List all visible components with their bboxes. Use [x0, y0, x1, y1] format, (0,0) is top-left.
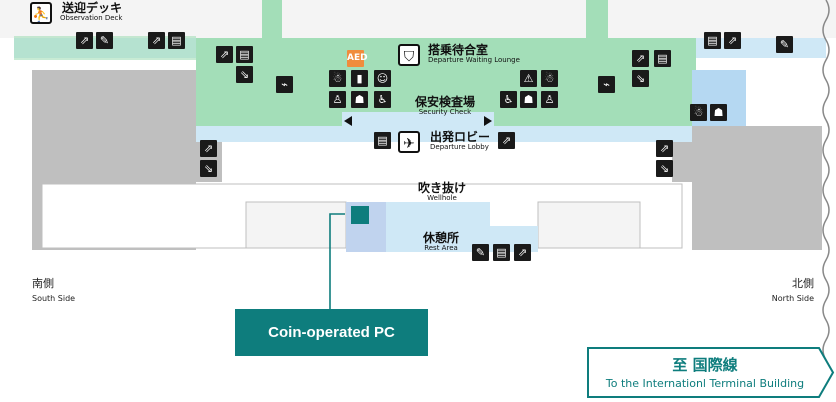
- south-side-jp: 南側: [32, 277, 54, 290]
- south-side-en: South Side: [32, 293, 76, 303]
- charging-icon: ⌁: [598, 76, 615, 93]
- pc-marker[interactable]: [351, 206, 369, 224]
- charging-icon: ✎: [96, 32, 113, 49]
- restroom-icon: ☃: [541, 70, 558, 87]
- aed-icon: AED: [347, 50, 368, 67]
- restroom-icon: ☗: [710, 104, 727, 121]
- escalator-icon: ⇗: [632, 50, 649, 67]
- charging-icon: ⌁: [276, 76, 293, 93]
- elevator-icon: ▤: [168, 32, 185, 49]
- restroom-icon: ☃: [329, 70, 346, 87]
- rest-area-label: 休憩所 Rest Area: [406, 231, 476, 253]
- restroom-icon: ☗: [520, 91, 537, 108]
- elevator-icon: ▤: [704, 32, 721, 49]
- wheelchair-icon: ♿: [500, 91, 517, 108]
- international-terminal-link[interactable]: 至 国際線 To the Internationl Terminal Build…: [587, 347, 835, 398]
- nursing-room-icon: ♙: [329, 91, 346, 108]
- departure-lobby-jp: 出発ロビー: [430, 130, 491, 144]
- intl-link-en: To the Internationl Terminal Building: [605, 377, 805, 390]
- observation-deck-en: Observation Deck: [60, 14, 123, 23]
- observation-deck-area: [0, 0, 836, 38]
- north-side-en: North Side: [771, 293, 814, 303]
- north-side-label: 北側 North Side: [768, 276, 814, 305]
- inner-right-block: [537, 201, 641, 249]
- restroom-icon: ☃: [690, 104, 707, 121]
- escalator-icon: ⇘: [200, 160, 217, 177]
- wellhole-en: Wellhole: [427, 194, 457, 203]
- elevator-icon: ▤: [236, 46, 253, 63]
- escalator-icon: ⇗: [76, 32, 93, 49]
- escalator-icon: ⇗: [216, 46, 233, 63]
- charging-icon: ✎: [472, 244, 489, 261]
- rest-area-jp: 休憩所: [422, 231, 459, 245]
- inner-left-block: [245, 201, 347, 249]
- elevator-icon: ▤: [654, 50, 671, 67]
- lounge-seat-icon: ⛉: [398, 44, 420, 66]
- north-edge-break: [822, 0, 830, 361]
- departure-waiting-jp: 搭乗待合室: [428, 43, 489, 57]
- escalator-icon: ⇘: [632, 70, 649, 87]
- south-side-label: 南側 South Side: [32, 276, 75, 305]
- lounge-tower-left: [262, 0, 282, 40]
- wheelchair-icon: ♿: [374, 91, 391, 108]
- wall-block-right-notch: [672, 142, 692, 182]
- escalator-icon: ⇘: [656, 160, 673, 177]
- escalator-icon: ⇗: [148, 32, 165, 49]
- security-check-en: Security Check: [418, 108, 472, 117]
- smoking-icon: ⚠: [520, 70, 537, 87]
- escalator-icon: ⇗: [514, 244, 531, 261]
- pc-leader-line: [329, 213, 345, 309]
- elevator-icon: ▤: [493, 244, 510, 261]
- departure-waiting-en: Departure Waiting Lounge: [428, 56, 520, 65]
- observation-deck-jp: 送迎デッキ: [62, 1, 123, 15]
- wellhole-label: 吹き抜け Wellhole: [404, 181, 480, 203]
- north-side-jp: 北側: [792, 277, 814, 290]
- escalator-icon: ⇗: [656, 140, 673, 157]
- elevator-icon: ▤: [374, 132, 391, 149]
- smoking-icon: ▮: [351, 70, 368, 87]
- rest-area-en: Rest Area: [424, 244, 458, 253]
- security-arrow-left: [344, 116, 352, 126]
- escalator-icon: ⇗: [200, 140, 217, 157]
- escalator-icon: ⇗: [498, 132, 515, 149]
- lounge-tower-right: [586, 0, 608, 40]
- wall-block-right: [692, 126, 822, 250]
- security-check-jp: 保安検査場: [414, 95, 475, 109]
- intl-link-jp: 至 国際線: [672, 356, 738, 374]
- departure-lobby-en: Departure Lobby: [430, 143, 489, 152]
- escalator-icon: ⇘: [236, 66, 253, 83]
- link-arrow-shape: [587, 347, 835, 398]
- departure-waiting-label: ⛉ 搭乗待合室 Departure Waiting Lounge: [398, 43, 528, 66]
- escalator-icon: ⇗: [724, 32, 741, 49]
- observation-deck-label: ⛹ 送迎デッキ Observation Deck: [30, 1, 130, 24]
- security-check-label: 保安検査場 Security Check: [398, 95, 492, 117]
- charging-icon: ✎: [776, 36, 793, 53]
- coin-pc-callout: Coin-operated PC: [235, 309, 428, 356]
- departure-lobby-label: ✈ 出発ロビー Departure Lobby: [398, 130, 498, 153]
- restroom-icon: ☺: [374, 70, 391, 87]
- observation-deck-icon: ⛹: [30, 2, 52, 24]
- nursing-room-icon: ♙: [541, 91, 558, 108]
- wellhole-jp: 吹き抜け: [417, 181, 466, 195]
- security-arrow-right: [484, 116, 492, 126]
- departure-plane-icon: ✈: [398, 131, 420, 153]
- rest-area-zone: [346, 202, 538, 252]
- restroom-icon: ☗: [351, 91, 368, 108]
